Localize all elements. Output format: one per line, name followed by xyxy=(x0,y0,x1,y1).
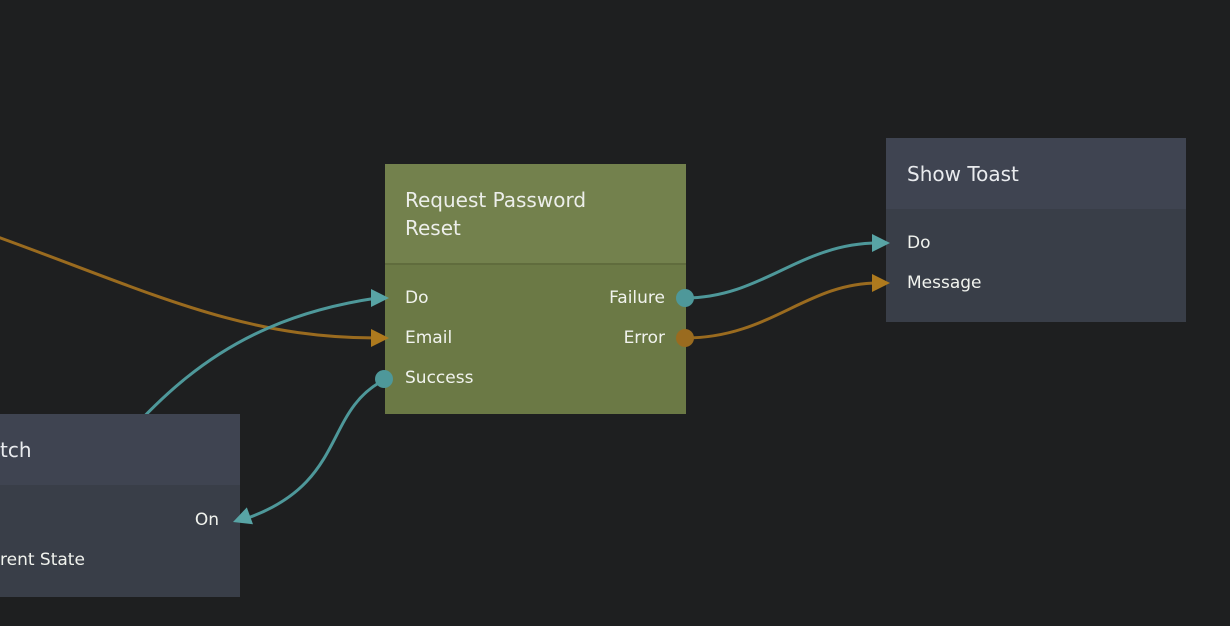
port-label: Do xyxy=(907,233,931,253)
port-label: On xyxy=(194,510,219,530)
node-switch-body: On rent State xyxy=(0,485,240,597)
port-do[interactable]: Do xyxy=(886,223,1186,263)
port-failure[interactable]: Failure xyxy=(609,288,665,308)
wire-failure-to-toast-do[interactable] xyxy=(684,241,879,300)
port-row-success: Success xyxy=(385,358,686,398)
port-row-do-failure: Do Failure xyxy=(385,278,686,318)
node-rpr-header: Request Password Reset xyxy=(385,164,686,263)
node-switch[interactable]: tch On rent State xyxy=(0,414,240,597)
port-email[interactable]: Email xyxy=(405,328,453,348)
node-title: Show Toast xyxy=(907,161,1019,186)
node-title: Request Password Reset xyxy=(405,187,587,240)
port-success[interactable]: Success xyxy=(405,368,474,388)
port-on[interactable]: On xyxy=(0,500,240,540)
port-error[interactable]: Error xyxy=(623,328,665,348)
port-do[interactable]: Do xyxy=(405,288,429,308)
port-row-email-error: Email Error xyxy=(385,318,686,358)
node-switch-header: tch xyxy=(0,414,240,485)
wire-error-to-toast-message[interactable] xyxy=(684,281,879,340)
wire-success-to-on[interactable] xyxy=(241,378,385,522)
port-message[interactable]: Message xyxy=(886,263,1186,303)
wire-to-email[interactable] xyxy=(0,236,378,340)
port-label: Message xyxy=(907,273,982,293)
node-toast-header: Show Toast xyxy=(886,138,1186,209)
node-rpr-body: Do Failure Email Error Success xyxy=(385,263,686,414)
port-current-state[interactable]: rent State xyxy=(0,540,240,580)
node-toast-body: Do Message xyxy=(886,209,1186,322)
port-label: rent State xyxy=(0,550,85,570)
node-request-password-reset[interactable]: Request Password Reset Do Failure Email … xyxy=(385,164,686,414)
node-show-toast[interactable]: Show Toast Do Message xyxy=(886,138,1186,322)
node-title: tch xyxy=(0,437,32,462)
